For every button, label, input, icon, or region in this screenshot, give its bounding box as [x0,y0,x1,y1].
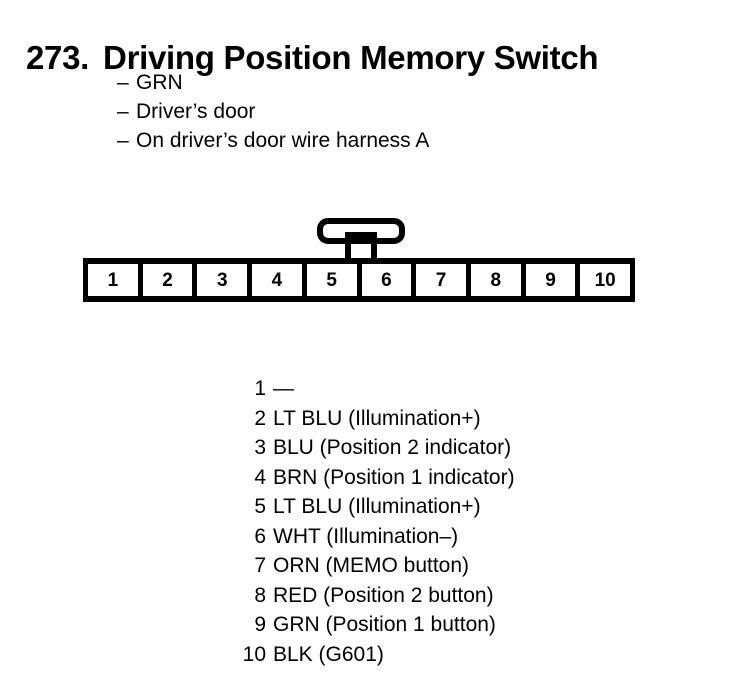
page-title: 273. Driving Position Memory Switch [26,38,599,78]
attribute-list: – GRN – Driver’s door – On driver’s door… [117,68,429,155]
latch-leg-right [371,238,377,260]
pin-cell-7: 7 [416,264,466,296]
pin-description: BLK (G601) [273,642,384,666]
page-title-text: Driving Position Memory Switch [103,39,599,77]
pin-number: 2 [254,406,266,430]
pin-cell-8: 8 [470,264,521,296]
pin-cell-3: 3 [197,264,248,296]
pin-list-item: 8 RED (Position 2 button) [236,581,515,611]
pin-number: 7 [254,554,266,577]
pin-description: ORN (MEMO button) [273,554,470,577]
pin-cell-9: 9 [525,264,576,296]
connector-latch-icon [317,218,405,260]
pin-cell-10: 10 [580,264,631,296]
pin-cell-6: 6 [361,264,412,296]
pin-number: 5 [254,495,266,518]
pin-description: BRN (Position 1 indicator) [273,465,515,489]
pin-number: 4 [254,465,266,489]
pin-description: LT BLU (Illumination+) [273,495,481,518]
pin-description: GRN (Position 1 button) [273,613,496,636]
pin-number: 10 [242,642,266,666]
bullet-dash-icon: – [117,100,129,123]
pin-number: 9 [254,613,266,636]
pin-number: 6 [254,524,266,548]
pin-number: 3 [254,436,266,459]
attribute-item-harness: – On driver’s door wire harness A [117,126,429,155]
pin-description: LT BLU (Illumination+) [273,406,481,430]
pin-number: 1 [254,377,266,400]
pin-cell-5: 5 [306,264,357,296]
pin-list-item: 9 GRN (Position 1 button) [236,610,515,640]
attribute-text: On driver’s door wire harness A [136,129,430,152]
pin-list-item: 6 WHT (Illumination–) [236,522,515,552]
pin-assignment-list: 1 — 2 LT BLU (Illumination+) 3 BLU (Posi… [236,374,515,669]
attribute-item-wire-color: – GRN [117,68,429,97]
attribute-item-location: – Driver’s door [117,97,429,126]
pin-cell-2: 2 [142,264,193,296]
pin-cell-1: 1 [88,264,138,296]
connector-diagram: 1 2 3 4 5 6 7 8 9 10 [83,218,635,302]
bullet-dash-icon: – [117,129,129,152]
connector-body: 1 2 3 4 5 6 7 8 9 10 [83,258,635,302]
attribute-text: GRN [136,71,183,94]
attribute-text: Driver’s door [136,100,256,123]
page-title-number: 273. [26,39,90,77]
latch-notch [345,232,377,244]
latch-leg-left [345,238,351,260]
pin-number: 8 [254,583,266,607]
pin-list-item: 5 LT BLU (Illumination+) [236,492,515,522]
pin-description: RED (Position 2 button) [273,583,494,607]
pin-list-item: 4 BRN (Position 1 indicator) [236,463,515,493]
pin-description: — [273,377,294,400]
pin-list-item: 2 LT BLU (Illumination+) [236,404,515,434]
bullet-dash-icon: – [117,71,129,94]
pin-cell-4: 4 [252,264,302,296]
pin-list-item: 3 BLU (Position 2 indicator) [236,433,515,463]
pin-list-item: 1 — [236,374,515,404]
pin-description: BLU (Position 2 indicator) [273,436,512,459]
pin-list-item: 7 ORN (MEMO button) [236,551,515,581]
pin-description: WHT (Illumination–) [273,524,459,548]
pin-list-item: 10 BLK (G601) [236,640,515,670]
